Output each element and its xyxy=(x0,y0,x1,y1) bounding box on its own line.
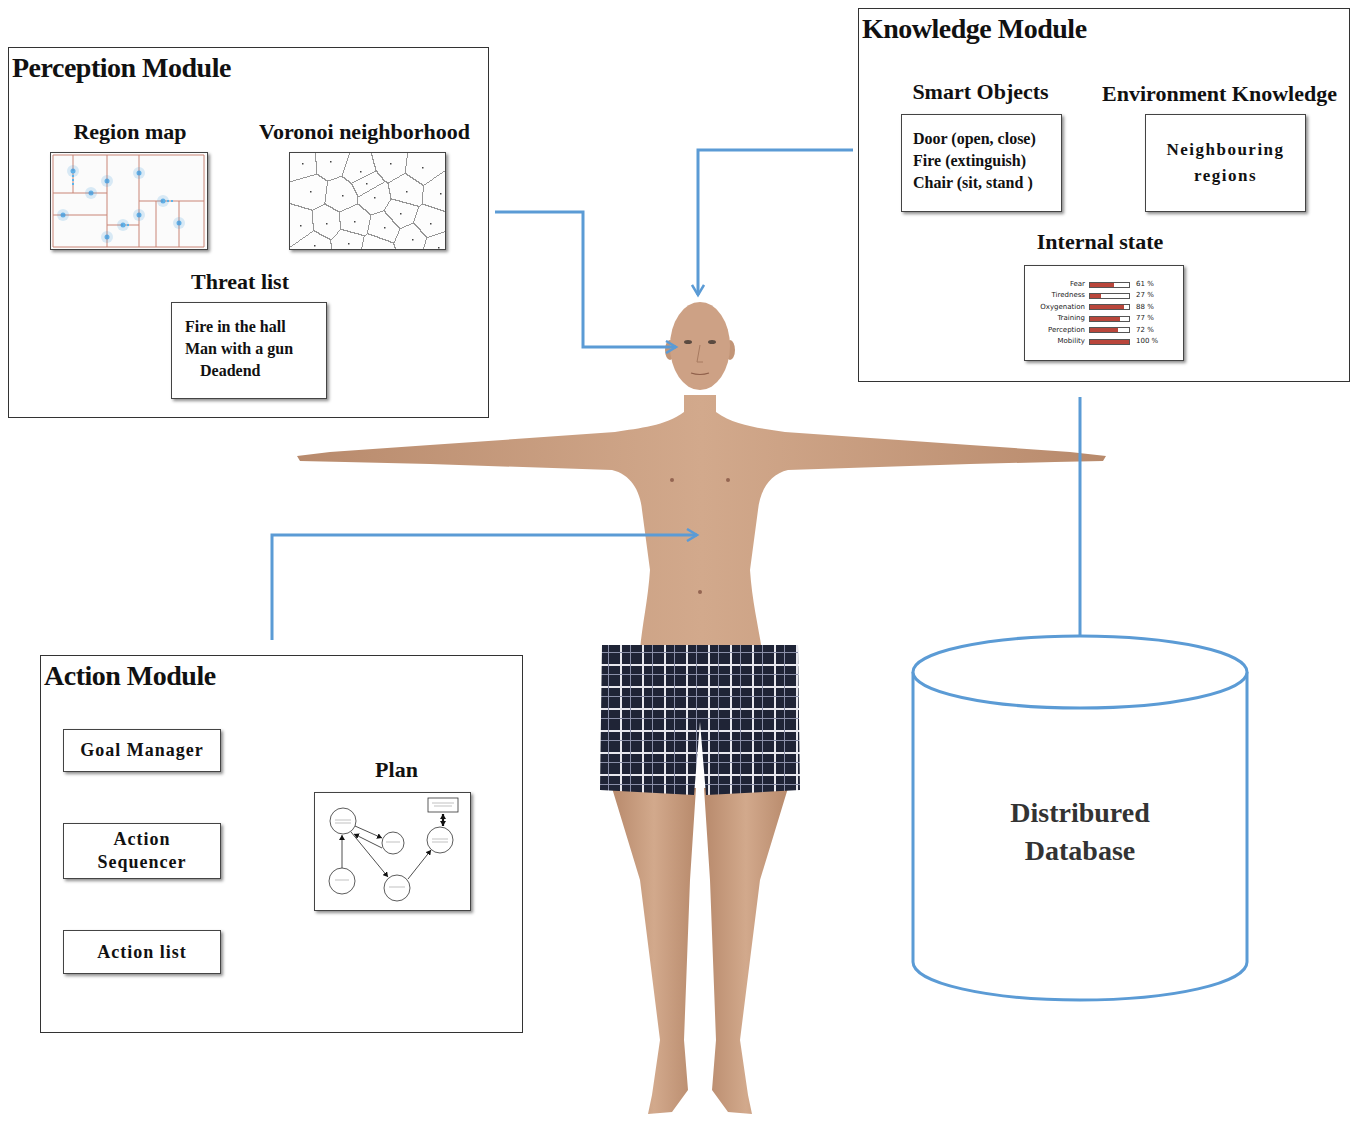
box-label: Action list xyxy=(91,941,193,964)
plan-graph-box: Plan xyxy=(314,792,471,911)
state-percent: 27 % xyxy=(1136,291,1154,300)
state-bar-fill xyxy=(1090,317,1120,321)
process-box: Action Sequencer xyxy=(63,823,221,879)
state-label: Tiredness xyxy=(1025,291,1085,300)
state-label: Fear xyxy=(1025,280,1085,289)
list-item: Fire (extinguish) xyxy=(913,150,1050,172)
figure-detail xyxy=(726,478,730,482)
box-heading: Smart Objects xyxy=(912,79,1048,105)
state-bar-fill xyxy=(1090,328,1118,332)
figure-head xyxy=(670,302,730,390)
figure-detail xyxy=(698,590,702,594)
state-bar xyxy=(1089,327,1130,333)
process-box: Goal Manager xyxy=(63,729,221,772)
list-item: Door (open, close) xyxy=(913,128,1050,150)
state-percent: 61 % xyxy=(1136,280,1154,289)
figure-detail xyxy=(670,478,674,482)
state-percent: 100 % xyxy=(1136,337,1158,346)
state-bar-fill xyxy=(1090,305,1124,309)
box-label: Action Sequencer xyxy=(64,828,220,874)
map-panel: Region map xyxy=(50,152,208,250)
info-box: Environment KnowledgeNeighbouring region… xyxy=(1145,114,1306,212)
module-title: Perception Module xyxy=(12,52,231,84)
state-percent: 77 % xyxy=(1136,314,1154,323)
box-label: Goal Manager xyxy=(74,739,209,762)
database-cylinder: Distribured Database xyxy=(910,632,1250,1004)
list-item: Deadend xyxy=(185,360,313,382)
state-label: Mobility xyxy=(1025,337,1085,346)
state-label: Perception xyxy=(1025,326,1085,335)
state-bar xyxy=(1089,339,1130,345)
box-heading: Threat list xyxy=(191,269,289,295)
module-title: Action Module xyxy=(44,660,216,692)
box-heading: Plan xyxy=(375,757,418,783)
list-box: Threat listFire in the hallMan with a gu… xyxy=(171,302,327,399)
figure-eye xyxy=(708,340,716,344)
figure-leg xyxy=(612,788,696,1114)
figure-leg xyxy=(704,788,788,1114)
list-item: Man with a gun xyxy=(185,338,313,360)
box-label: Neighbouring regions xyxy=(1146,137,1305,189)
plan-graph-picture xyxy=(315,793,470,910)
box-heading: Environment Knowledge xyxy=(1102,81,1337,107)
module-panel: Knowledge ModuleSmart ObjectsDoor (open,… xyxy=(858,8,1350,382)
state-bar xyxy=(1089,282,1130,288)
figure-torso xyxy=(297,395,1106,650)
process-box: Action list xyxy=(63,930,221,974)
box-heading: Internal state xyxy=(1037,229,1163,255)
figure-eye xyxy=(684,340,692,344)
state-bar-fill xyxy=(1090,340,1129,344)
list-item: Fire in the hall xyxy=(185,316,313,338)
module-title: Knowledge Module xyxy=(862,13,1087,45)
leader-arrow xyxy=(495,212,676,347)
state-percent: 72 % xyxy=(1136,326,1154,335)
state-label: Training xyxy=(1025,314,1085,323)
state-bar xyxy=(1089,316,1130,322)
state-bar-fill xyxy=(1090,294,1101,298)
state-percent: 88 % xyxy=(1136,303,1154,312)
state-bar-fill xyxy=(1090,283,1114,287)
map-panel: Voronoi neighborhood xyxy=(289,152,446,250)
database-label: Distribured Database xyxy=(980,794,1180,870)
voronoi-picture xyxy=(290,153,445,249)
figure-shorts xyxy=(600,645,800,795)
state-bar xyxy=(1089,304,1130,310)
box-heading: Region map xyxy=(73,119,186,145)
list-item: Chair (sit, stand ) xyxy=(913,172,1050,194)
module-panel: Action ModuleGoal ManagerAction Sequence… xyxy=(40,655,523,1033)
state-bar xyxy=(1089,293,1130,299)
list-box: Smart ObjectsDoor (open, close)Fire (ext… xyxy=(901,114,1062,212)
figure-mouth xyxy=(691,373,709,375)
leader-arrow xyxy=(272,535,697,640)
figure-nose xyxy=(697,345,703,362)
state-box: Internal stateFear61 %Tiredness27 %Oxyge… xyxy=(1024,265,1184,361)
box-heading: Voronoi neighborhood xyxy=(259,119,470,145)
state-label: Oxygenation xyxy=(1025,303,1085,312)
region-map-picture xyxy=(51,153,206,249)
module-panel: Perception ModuleRegion mapVoronoi neigh… xyxy=(8,47,489,418)
leader-arrow xyxy=(698,150,853,295)
